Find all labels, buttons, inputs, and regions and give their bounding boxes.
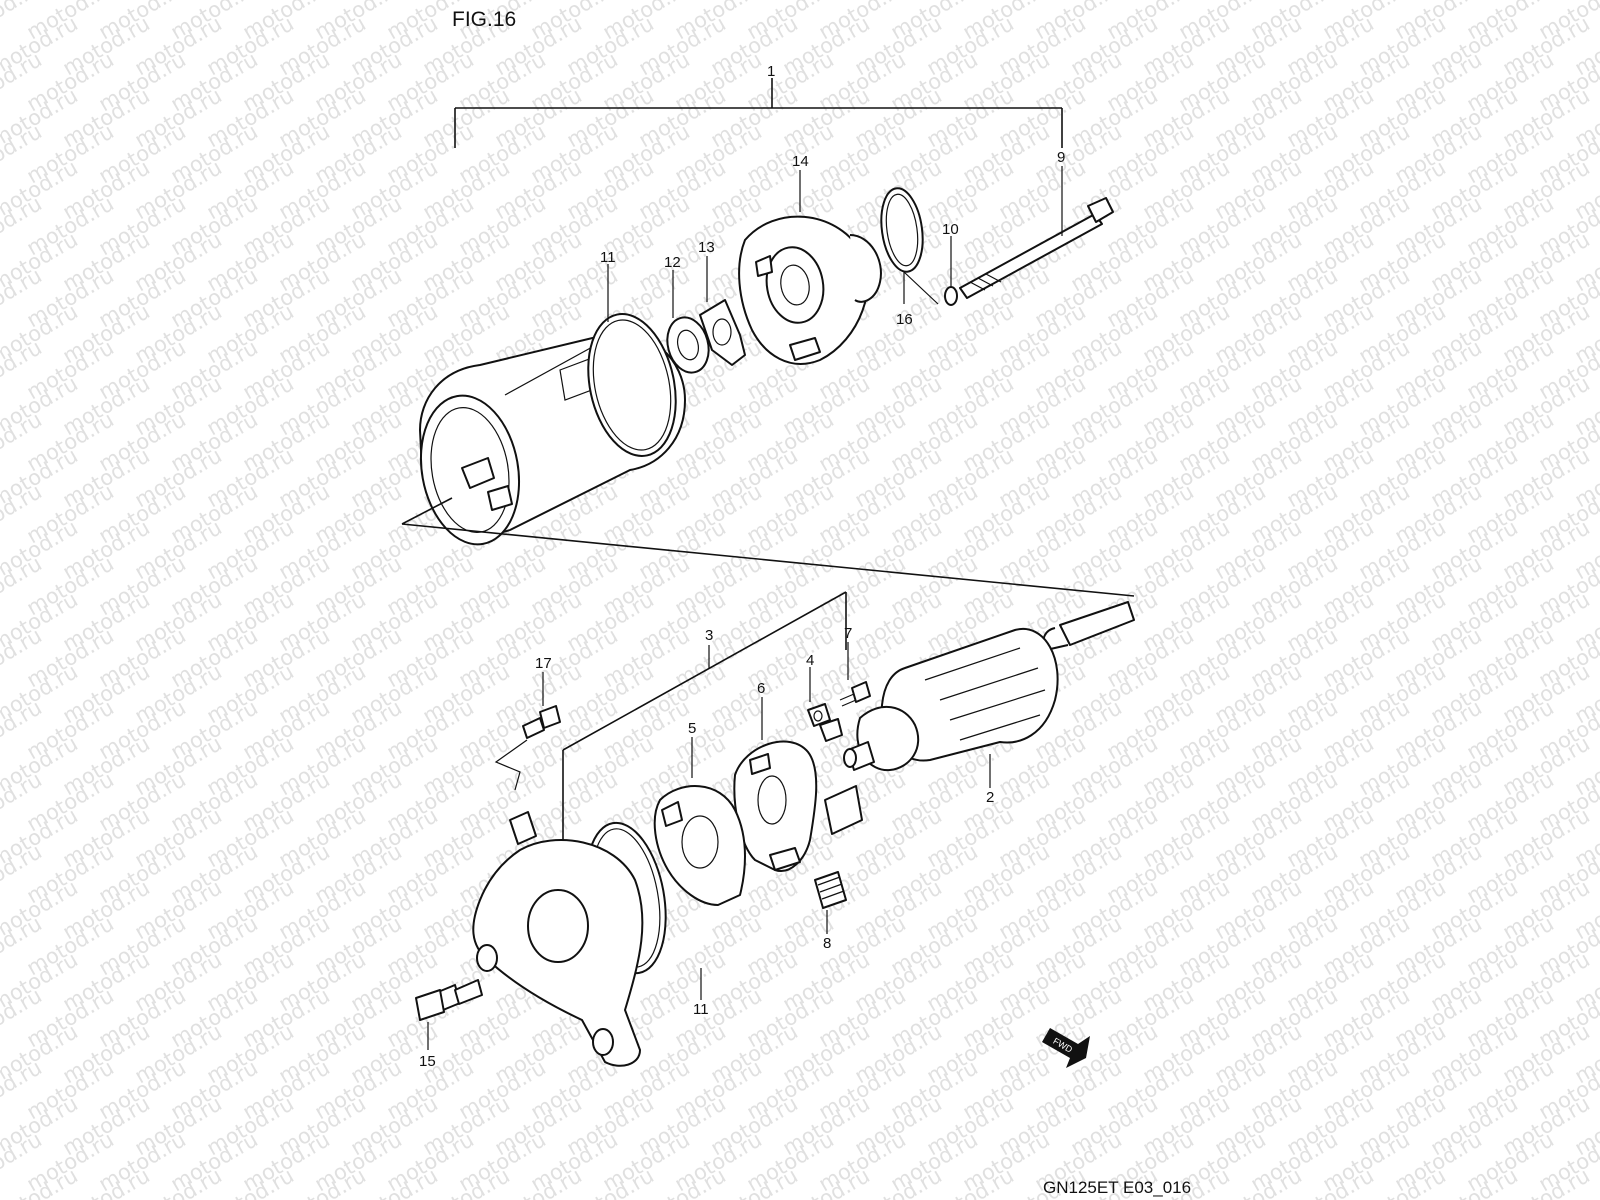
washer-12 <box>666 316 710 374</box>
callout-labels: 1 2 3 4 5 6 7 8 9 10 11 11 12 13 14 15 1… <box>419 63 1065 1070</box>
callout-9: 9 <box>1057 149 1065 166</box>
callout-5: 5 <box>688 720 696 737</box>
reference-code: GN125ET E03_016 <box>1043 1178 1191 1197</box>
callout-15: 15 <box>419 1053 436 1070</box>
spring-8 <box>814 871 847 909</box>
callout-12: 12 <box>664 254 681 271</box>
bracket-group-3 <box>562 591 847 840</box>
fwd-arrow: FWD <box>1042 1028 1090 1068</box>
callout-1: 1 <box>767 63 775 80</box>
brush-plate-5 <box>653 785 746 906</box>
leader-lines-lower <box>427 642 991 1050</box>
callout-16: 16 <box>896 311 913 328</box>
brush-block <box>824 785 863 835</box>
callout-7: 7 <box>844 625 852 642</box>
callout-11-lower: 11 <box>693 1001 709 1018</box>
callout-17: 17 <box>535 655 552 672</box>
callout-3: 3 <box>705 627 713 644</box>
callout-4: 4 <box>806 652 814 669</box>
callout-11-upper: 11 <box>600 249 616 266</box>
brush-4 <box>807 703 843 742</box>
screw-7 <box>839 681 871 707</box>
leader-lines-upper <box>607 166 1063 322</box>
bracket-group-1 <box>454 78 1063 148</box>
housing-end-14 <box>738 215 882 365</box>
callout-2: 2 <box>986 789 994 806</box>
bolt-9 <box>959 197 1114 299</box>
callout-6: 6 <box>757 680 765 697</box>
bolt-15 <box>415 979 483 1021</box>
callout-14: 14 <box>792 153 809 170</box>
end-cover <box>472 811 644 1067</box>
washer-10 <box>944 286 958 306</box>
o-ring-upper <box>587 313 677 457</box>
callout-13: 13 <box>698 239 715 256</box>
section-connector <box>401 497 1135 597</box>
callout-8: 8 <box>823 935 831 952</box>
lock-plate-13 <box>699 299 746 366</box>
armature-2 <box>843 601 1135 772</box>
callout-10: 10 <box>942 221 959 238</box>
screw-17 <box>522 705 561 739</box>
figure-title: FIG.16 <box>452 8 516 31</box>
